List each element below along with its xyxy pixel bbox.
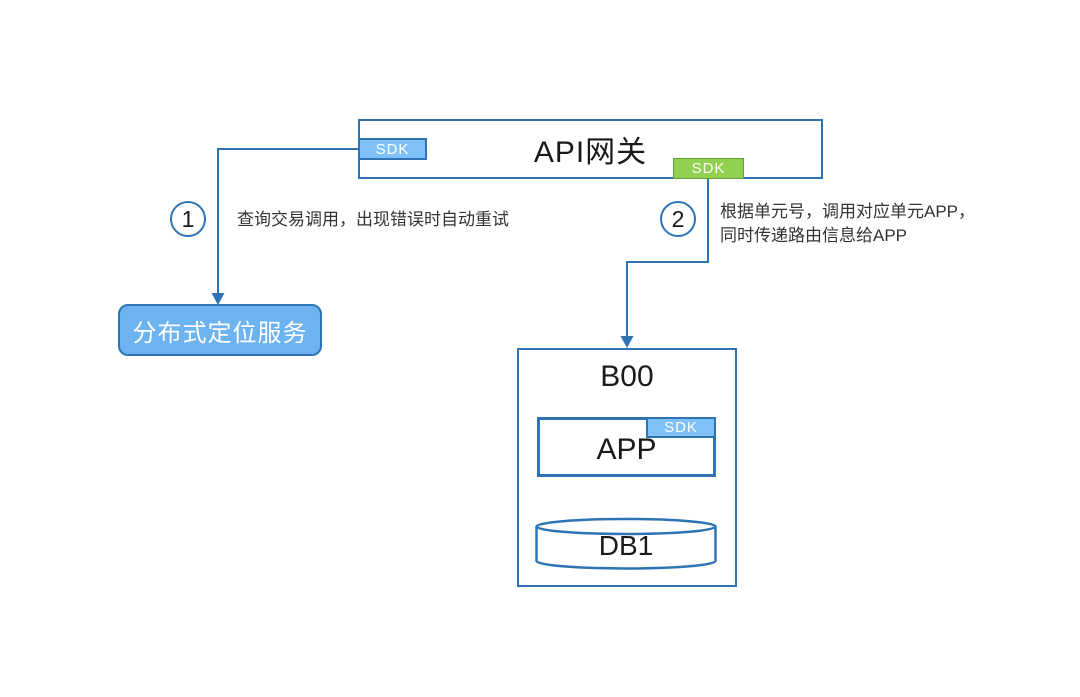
- db1-cylinder-shape: [535, 517, 717, 570]
- api-gateway-label: API网关: [533, 136, 648, 169]
- sdk-badge-gateway-left: SDK: [358, 138, 427, 160]
- db1-label: DB1: [598, 530, 654, 561]
- step-2-note-line1: 根据单元号，调用对应单元APP，: [720, 202, 976, 221]
- step-1-note: 查询交易调用，出现错误时自动重试: [237, 210, 509, 229]
- location-service-box: 分布式定位服务: [118, 304, 322, 356]
- unit-b00-label: B00: [600, 360, 654, 393]
- step-2-note-line2: 同时传递路由信息给APP: [720, 226, 908, 245]
- db1-cylinder: DB1: [534, 517, 718, 571]
- step-2-number-badge: 2: [660, 201, 696, 237]
- connector-step2-arrowhead-icon: [620, 336, 634, 348]
- app-label: APP: [596, 433, 657, 466]
- api-gateway-box: API网关: [358, 119, 823, 179]
- app-box: SDK APP: [537, 417, 716, 477]
- sdk-badge-app: SDK: [646, 417, 716, 438]
- sdk-badge-gateway-right: SDK: [673, 158, 744, 179]
- step-1-number-badge: 1: [170, 201, 206, 237]
- step-2-note: 根据单元号，调用对应单元APP， 同时传递路由信息给APP: [720, 200, 975, 248]
